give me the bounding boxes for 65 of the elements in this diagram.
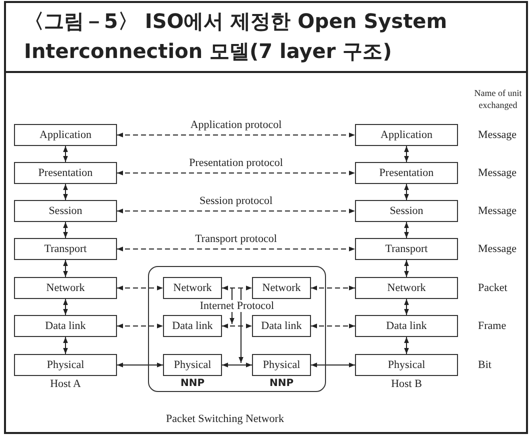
layer-box: Transport <box>355 238 458 260</box>
column-heading: Name of unit exchanged <box>473 87 523 111</box>
arrow <box>222 286 252 290</box>
layer-box: Network <box>14 277 117 299</box>
arrow <box>63 260 68 278</box>
layer-box: Session <box>355 200 458 222</box>
layer-box: Transport <box>14 238 117 260</box>
arrow <box>116 170 356 176</box>
arrow <box>222 362 252 368</box>
arrow <box>116 208 356 214</box>
unit-label: Packet <box>478 282 508 294</box>
node-caption: NNP <box>179 378 206 389</box>
arrow <box>404 260 409 278</box>
layer-box: Physical <box>163 354 222 376</box>
host-label: Host B <box>390 378 423 390</box>
network-boundary-box <box>148 266 326 392</box>
edge-label: Application protocol <box>188 119 284 131</box>
arrow <box>116 286 164 290</box>
node-caption: NNP <box>268 378 295 389</box>
arrow <box>116 362 164 368</box>
layer-box: Network <box>252 277 311 299</box>
edge-label: Transport protocol <box>193 233 279 245</box>
arrow <box>222 324 252 328</box>
unit-label: Message <box>478 243 516 255</box>
layer-box: Physical <box>355 354 458 376</box>
arrow <box>404 298 409 316</box>
arrow <box>310 324 356 328</box>
arrow <box>404 336 409 354</box>
unit-label: Frame <box>478 320 506 332</box>
layer-box: Physical <box>252 354 311 376</box>
edge-label: Internet Protocol <box>198 300 276 312</box>
arrow <box>63 336 68 354</box>
arrow <box>63 184 68 200</box>
arrow <box>116 246 356 252</box>
layer-box: Session <box>14 200 117 222</box>
layer-box: Data link <box>355 315 458 337</box>
arrow <box>404 222 409 238</box>
unit-label: Message <box>478 129 516 141</box>
layer-box: Application <box>355 124 458 146</box>
arrow <box>63 222 68 238</box>
arrow <box>310 362 356 368</box>
arrow <box>116 324 164 328</box>
arrow <box>404 184 409 200</box>
layer-box: Physical <box>14 354 117 376</box>
arrow <box>310 286 356 290</box>
arrow <box>63 146 68 162</box>
title: 〈그림－5〉 ISO에서 제정한 Open System Interconnection 모델(7 layer 구조) <box>24 8 448 65</box>
layer-box: Presentation <box>355 162 458 184</box>
unit-label: Message <box>478 167 516 179</box>
arrow <box>116 132 356 138</box>
edge-label: Presentation protocol <box>187 157 285 169</box>
layer-box: Data link <box>252 315 311 337</box>
layer-box: Presentation <box>14 162 117 184</box>
layer-box: Application <box>14 124 117 146</box>
layer-box: Network <box>355 277 458 299</box>
arrow <box>404 146 409 162</box>
layer-box: Data link <box>14 315 117 337</box>
layer-box: Data link <box>163 315 222 337</box>
unit-label: Bit <box>478 359 492 371</box>
network-label: Packet Switching Network <box>165 413 285 425</box>
host-label: Host A <box>49 378 82 390</box>
layer-box: Network <box>163 277 222 299</box>
arrow <box>63 298 68 316</box>
edge-label: Session protocol <box>197 195 275 207</box>
unit-label: Message <box>478 205 516 217</box>
